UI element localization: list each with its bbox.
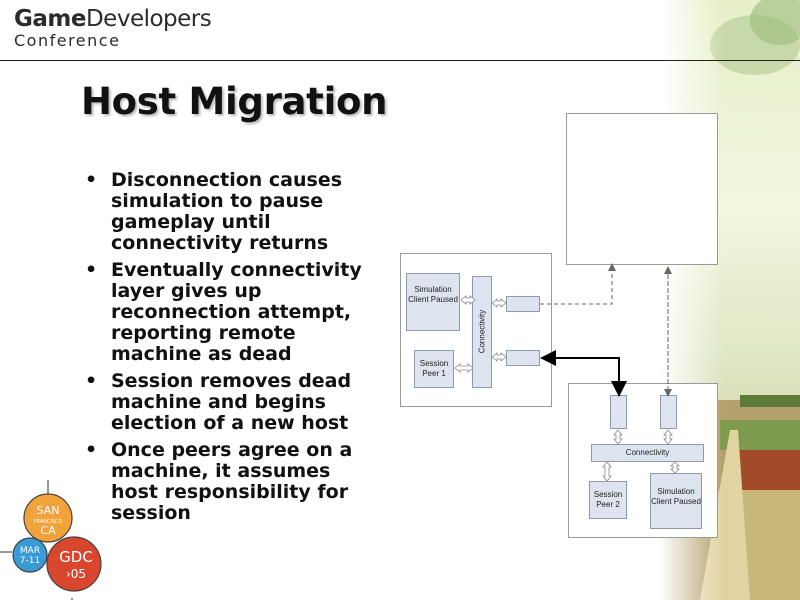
bullet-list: •Disconnection causes simulation to paus…: [83, 170, 383, 530]
left-sim-client-box: [406, 273, 460, 331]
bullet-item: •Eventually connectivity layer gives up …: [85, 259, 362, 365]
badge-state: CA: [40, 524, 56, 537]
left-port-bottom: [506, 350, 540, 366]
badge-city-circle: [23, 493, 73, 543]
badge-city-mid: FRANCISCO: [34, 519, 63, 525]
left-session-peer-box: [414, 350, 454, 388]
badge-brand-circle: [46, 536, 102, 592]
gdc-event-badge: SAN FRANCISCO CA MAR 7-11 GDC ›05: [0, 480, 102, 600]
bullet-item: •Session removes dead machine and begins…: [85, 370, 352, 434]
left-sim-client-label: Simulation Client Paused: [408, 285, 458, 304]
logo-subtitle: Conference: [14, 31, 121, 50]
bullet-item: •Disconnection causes simulation to paus…: [85, 169, 343, 254]
left-port-top: [506, 296, 540, 312]
left-session-peer-label: Session Peer 1: [419, 359, 449, 378]
scenic-background: [660, 0, 800, 600]
conference-logo: GameDevelopers Conference: [14, 6, 212, 50]
badge-brand: GDC: [59, 548, 93, 566]
bullet-item: •Once peers agree on a machine, it assum…: [85, 439, 353, 524]
host-machine-box: [566, 113, 718, 265]
left-connectivity-label: Connectivity: [477, 309, 487, 354]
badge-date-circle: [12, 537, 48, 573]
badge-city-top: SAN: [37, 504, 60, 517]
slide-title: Host Migration: [81, 80, 388, 123]
right-connectivity-label: Connectivity: [625, 448, 670, 457]
badge-dates-bottom: 7-11: [20, 556, 40, 566]
right-sim-client-box: [650, 473, 702, 529]
right-session-peer-box: [589, 481, 627, 519]
logo-wordmark: GameDevelopers: [14, 6, 212, 32]
header-divider: [0, 60, 800, 61]
right-port-left: [610, 395, 627, 429]
badge-dates-top: MAR: [20, 546, 40, 556]
badge-year: ›05: [66, 567, 86, 581]
left-connectivity-box: [472, 276, 492, 388]
right-sim-client-label: Simulation Client Paused: [651, 487, 701, 506]
right-port-right: [660, 395, 677, 429]
right-connectivity-box: [591, 444, 704, 462]
right-session-peer-label: Session Peer 2: [593, 490, 623, 509]
